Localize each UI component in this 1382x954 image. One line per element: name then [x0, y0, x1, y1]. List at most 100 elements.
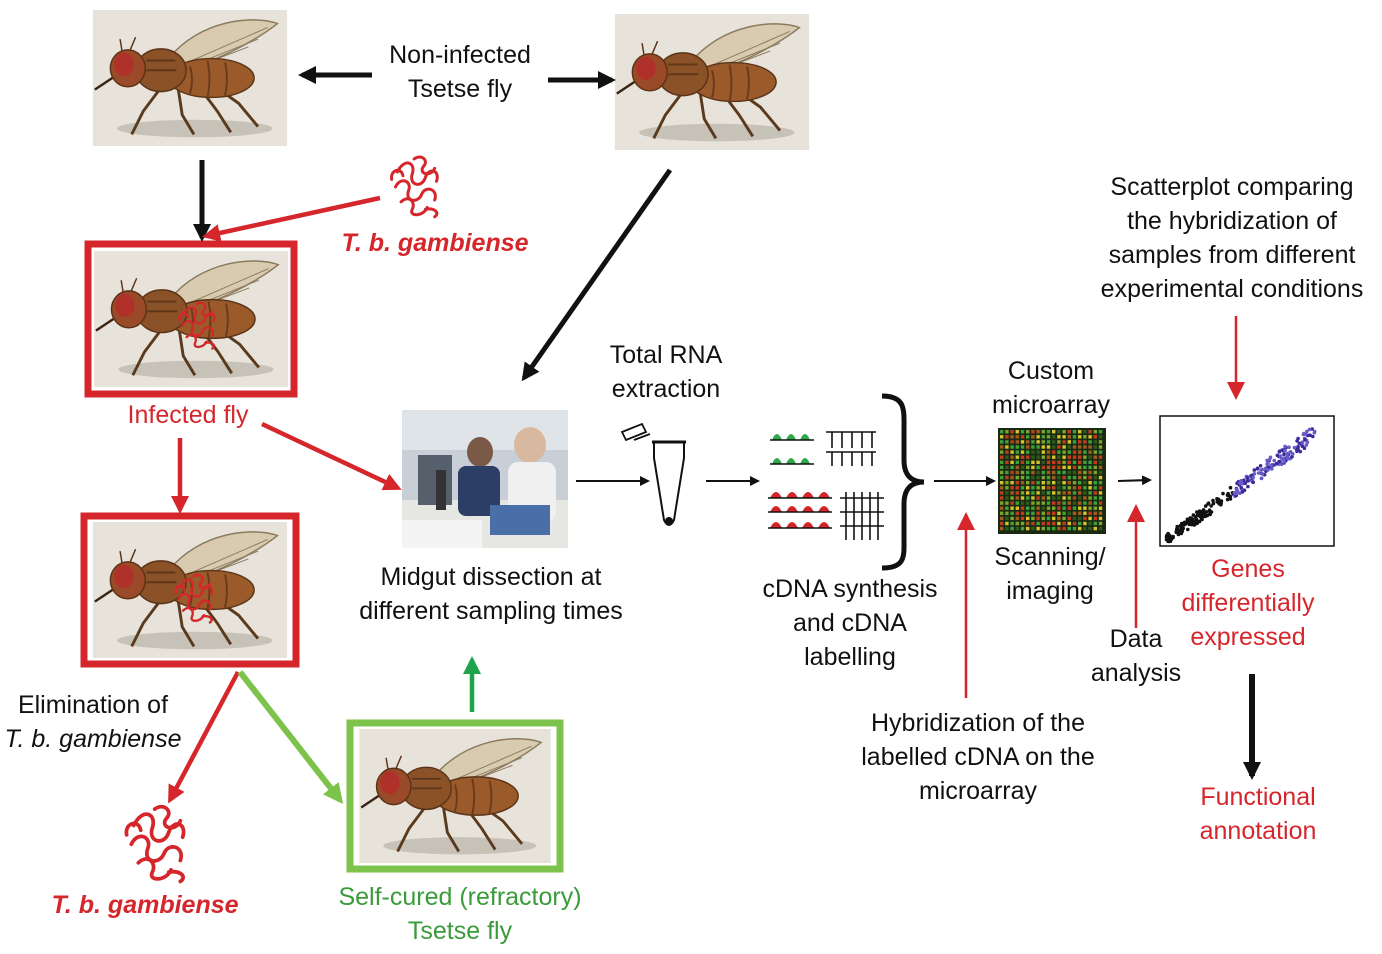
microarray-spot — [1098, 496, 1103, 500]
label-line: microarray — [918, 777, 1038, 805]
microarray-spot — [1026, 450, 1030, 454]
label-line: differentially — [1181, 589, 1315, 617]
scatter-point — [1180, 529, 1185, 533]
label-line: Elimination of — [17, 691, 169, 719]
microarray-spot — [1098, 481, 1103, 485]
microarray-spot — [1000, 481, 1004, 485]
microarray-spot — [1078, 455, 1082, 459]
label-line: samples from different — [1108, 241, 1356, 269]
microarray-spot — [1072, 470, 1077, 475]
microarray-spot — [1088, 506, 1092, 510]
microarray-spot — [1078, 481, 1082, 485]
microarray-spot — [1057, 496, 1061, 500]
microarray-spot — [1052, 450, 1056, 454]
microarray-spot — [1067, 496, 1071, 500]
scatter-point — [1195, 510, 1199, 514]
microarray-spot — [1046, 445, 1051, 449]
microarray-spot — [1010, 455, 1014, 459]
microarray-spot — [1031, 430, 1035, 434]
microarray-spot — [1010, 475, 1014, 480]
microarray-spot — [1072, 440, 1077, 444]
microarray-spot — [1041, 455, 1045, 459]
microarray-spot — [1057, 435, 1061, 439]
microarray-spot — [1072, 445, 1077, 449]
microarray-spot — [1072, 526, 1077, 531]
microarray-spot — [1072, 486, 1077, 490]
microarray-spot — [1015, 481, 1019, 485]
microarray-spot — [1088, 481, 1092, 485]
microarray-spot — [1098, 475, 1103, 480]
scatter-point — [1251, 480, 1255, 485]
scatter-point — [1191, 513, 1196, 517]
microarray-spot — [1083, 470, 1087, 475]
microarray-spot — [1046, 460, 1051, 464]
scatter-point — [1225, 497, 1230, 502]
microarray-spot — [1031, 496, 1035, 500]
scatter-point — [1184, 520, 1188, 524]
microarray-spot — [1015, 491, 1019, 495]
label-line: cDNA synthesis — [762, 575, 938, 603]
microarray-spot — [1010, 435, 1014, 439]
microarray-spot — [1010, 511, 1014, 515]
microarray-spot — [1098, 501, 1103, 505]
microarray-spot — [1078, 465, 1082, 470]
microarray-spot — [1083, 475, 1087, 480]
scatter-point — [1219, 502, 1223, 507]
scatter-point — [1266, 461, 1270, 466]
microarray-spot — [1026, 511, 1030, 515]
microarray-spot — [1005, 501, 1009, 505]
microarray-spot — [1005, 516, 1009, 521]
scatter-point — [1302, 431, 1306, 436]
microarray-spot — [1072, 491, 1077, 495]
label-line: Non-infected — [389, 41, 531, 69]
microarray-spot — [1036, 516, 1040, 521]
microarray-spot — [1005, 445, 1009, 449]
scatterplot-label: Scatterplot comparing the hybridization … — [1082, 170, 1382, 306]
scatter-point — [1225, 493, 1230, 498]
microarray-spot — [1036, 435, 1040, 439]
microarray-spot — [1010, 486, 1014, 490]
microarray-spot — [1031, 506, 1035, 510]
microarray-spot — [1078, 491, 1082, 495]
microarray-spot — [1005, 450, 1009, 454]
label-line: Tsetse fly — [407, 917, 513, 945]
scatter-point — [1296, 447, 1300, 451]
microarray-spot — [1026, 445, 1030, 449]
label-line: analysis — [1090, 659, 1182, 687]
label-line: experimental conditions — [1100, 275, 1364, 303]
microarray-spot — [1031, 486, 1035, 490]
microarray-spot — [1026, 455, 1030, 459]
microarray-spot — [1057, 521, 1061, 526]
microarray-spot — [1062, 486, 1066, 490]
label-line: the hybridization of — [1127, 207, 1337, 235]
microarray-spot — [1000, 521, 1004, 526]
scatter-point — [1256, 471, 1261, 475]
microarray-spot — [1015, 506, 1019, 510]
microarray-spot — [1031, 440, 1035, 444]
microarray-spot — [1015, 435, 1019, 439]
scatter-point — [1246, 484, 1250, 489]
scatter-point — [1308, 433, 1312, 438]
scatter-point — [1270, 467, 1274, 471]
label-line: Scatterplot comparing — [1110, 173, 1354, 201]
arrows — [168, 66, 1261, 804]
microarray-spot — [1010, 470, 1014, 475]
scatter-point — [1277, 459, 1281, 464]
microarray-spot — [1000, 486, 1004, 490]
scatter-point — [1206, 502, 1210, 506]
scatter-point — [1239, 485, 1243, 490]
scatter-point — [1174, 530, 1179, 534]
microarray-spot — [1000, 501, 1004, 505]
scatter-point — [1192, 519, 1197, 524]
label-line: labelling — [804, 643, 896, 671]
microarray-spot — [1052, 465, 1056, 470]
lab-photo-icon — [402, 410, 568, 548]
microarray-spot — [1020, 470, 1025, 475]
scatter-point — [1251, 476, 1255, 480]
microarray-spot — [1098, 445, 1103, 449]
microarray-spot — [1031, 455, 1035, 459]
microarray-spot — [1036, 511, 1040, 515]
microarray-spot — [1072, 506, 1077, 510]
scatter-point — [1189, 516, 1193, 521]
microarray-spot — [1067, 445, 1071, 449]
